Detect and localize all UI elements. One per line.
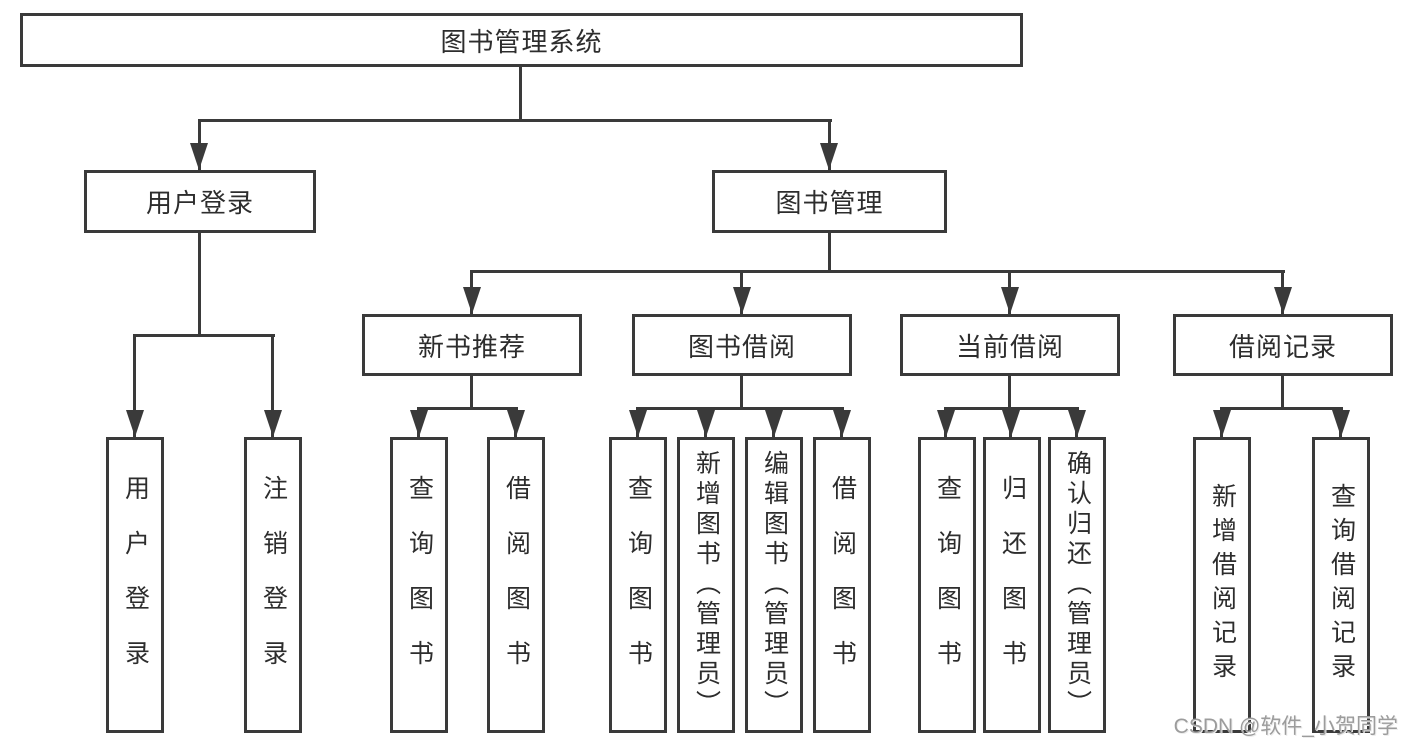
node-root-label: 图书管理系统 xyxy=(440,26,603,57)
leaf-logout: 注销登录 xyxy=(244,437,302,733)
arrow-down-icon xyxy=(765,410,783,437)
leaf-borrow-books-recommend: 借阅图书 xyxy=(487,437,545,733)
arrow-down-icon xyxy=(1274,287,1292,314)
leaf-add-books-admin-label: 新增图书（管理员） xyxy=(692,450,721,720)
connector-level2-rail xyxy=(471,270,1285,273)
arrow-down-icon xyxy=(697,410,715,437)
leaf-query-borrow-record: 查询借阅记录 xyxy=(1312,437,1370,733)
arrow-down-icon xyxy=(410,410,428,437)
leaf-query-books-borrow-label: 查询图书 xyxy=(624,475,653,695)
leaf-query-books-borrow: 查询图书 xyxy=(609,437,667,733)
arrow-down-icon xyxy=(937,410,955,437)
leaf-query-books-recommend-label: 查询图书 xyxy=(405,475,434,695)
node-borrow-records-label: 借阅记录 xyxy=(1228,331,1337,362)
node-current-borrow: 当前借阅 xyxy=(900,314,1120,376)
connector-book-borrow-rail xyxy=(637,407,844,410)
node-new-book-recommend: 新书推荐 xyxy=(362,314,582,376)
connector-borrow-records-stub xyxy=(1281,376,1284,409)
connector-book-borrow-stub xyxy=(740,376,743,409)
leaf-borrow-books: 借阅图书 xyxy=(813,437,871,733)
node-root: 图书管理系统 xyxy=(20,13,1023,67)
arrow-down-icon xyxy=(126,410,144,437)
arrow-down-icon xyxy=(507,410,525,437)
connector-level1-rail xyxy=(198,119,832,122)
node-current-borrow-label: 当前借阅 xyxy=(955,331,1064,362)
node-user-login-label: 用户登录 xyxy=(145,188,254,218)
arrow-down-icon xyxy=(1002,410,1020,437)
leaf-borrow-books-recommend-label: 借阅图书 xyxy=(502,475,531,695)
leaf-query-books-current-label: 查询图书 xyxy=(933,475,962,695)
node-book-management-label: 图书管理 xyxy=(775,188,884,218)
arrow-down-icon xyxy=(190,143,208,170)
arrow-down-icon xyxy=(1213,410,1231,437)
leaf-add-borrow-record-label: 新增借阅记录 xyxy=(1208,483,1237,687)
connector-current-borrow-rail xyxy=(945,407,1079,410)
leaf-query-borrow-record-label: 查询借阅记录 xyxy=(1327,483,1356,687)
leaf-add-borrow-record: 新增借阅记录 xyxy=(1193,437,1251,733)
connector-root-stub xyxy=(519,67,522,122)
leaf-confirm-return-admin: 确认归还（管理员） xyxy=(1048,437,1106,733)
connector-borrow-records-rail xyxy=(1221,407,1343,410)
leaf-logout-label: 注销登录 xyxy=(259,475,288,695)
leaf-query-books-current: 查询图书 xyxy=(918,437,976,733)
leaf-return-books: 归还图书 xyxy=(983,437,1041,733)
leaf-query-books-recommend: 查询图书 xyxy=(390,437,448,733)
leaf-edit-books-admin-label: 编辑图书（管理员） xyxy=(760,450,789,720)
leaf-user-login-label: 用户登录 xyxy=(121,475,150,695)
node-book-management: 图书管理 xyxy=(712,170,947,233)
node-borrow-records: 借阅记录 xyxy=(1173,314,1393,376)
arrow-down-icon xyxy=(820,143,838,170)
arrow-down-icon xyxy=(1001,287,1019,314)
arrow-down-icon xyxy=(264,410,282,437)
leaf-borrow-books-label: 借阅图书 xyxy=(828,475,857,695)
leaf-edit-books-admin: 编辑图书（管理员） xyxy=(745,437,803,733)
watermark: CSDN @软件_小贺同学 xyxy=(1173,715,1398,738)
connector-current-borrow-stub xyxy=(1008,376,1011,409)
connector-shaft xyxy=(271,334,274,437)
connector-new-book-recommend-rail xyxy=(418,407,518,410)
connector-shaft xyxy=(133,334,136,437)
leaf-return-books-label: 归还图书 xyxy=(998,475,1027,695)
arrow-down-icon xyxy=(833,410,851,437)
node-book-borrow: 图书借阅 xyxy=(632,314,852,376)
connector-new-book-recommend-stub xyxy=(470,376,473,409)
arrow-down-icon xyxy=(1332,410,1350,437)
arrow-down-icon xyxy=(463,287,481,314)
connector-user-login-rail xyxy=(134,334,275,337)
connector-book-management-stub xyxy=(828,233,831,273)
leaf-user-login: 用户登录 xyxy=(106,437,164,733)
arrow-down-icon xyxy=(733,287,751,314)
arrow-down-icon xyxy=(1068,410,1086,437)
arrow-down-icon xyxy=(629,410,647,437)
leaf-add-books-admin: 新增图书（管理员） xyxy=(677,437,735,733)
node-new-book-recommend-label: 新书推荐 xyxy=(417,331,526,362)
connector-user-login-stub xyxy=(198,233,201,336)
node-user-login: 用户登录 xyxy=(84,170,316,233)
node-book-borrow-label: 图书借阅 xyxy=(687,331,796,362)
leaf-confirm-return-admin-label: 确认归还（管理员） xyxy=(1063,450,1092,720)
